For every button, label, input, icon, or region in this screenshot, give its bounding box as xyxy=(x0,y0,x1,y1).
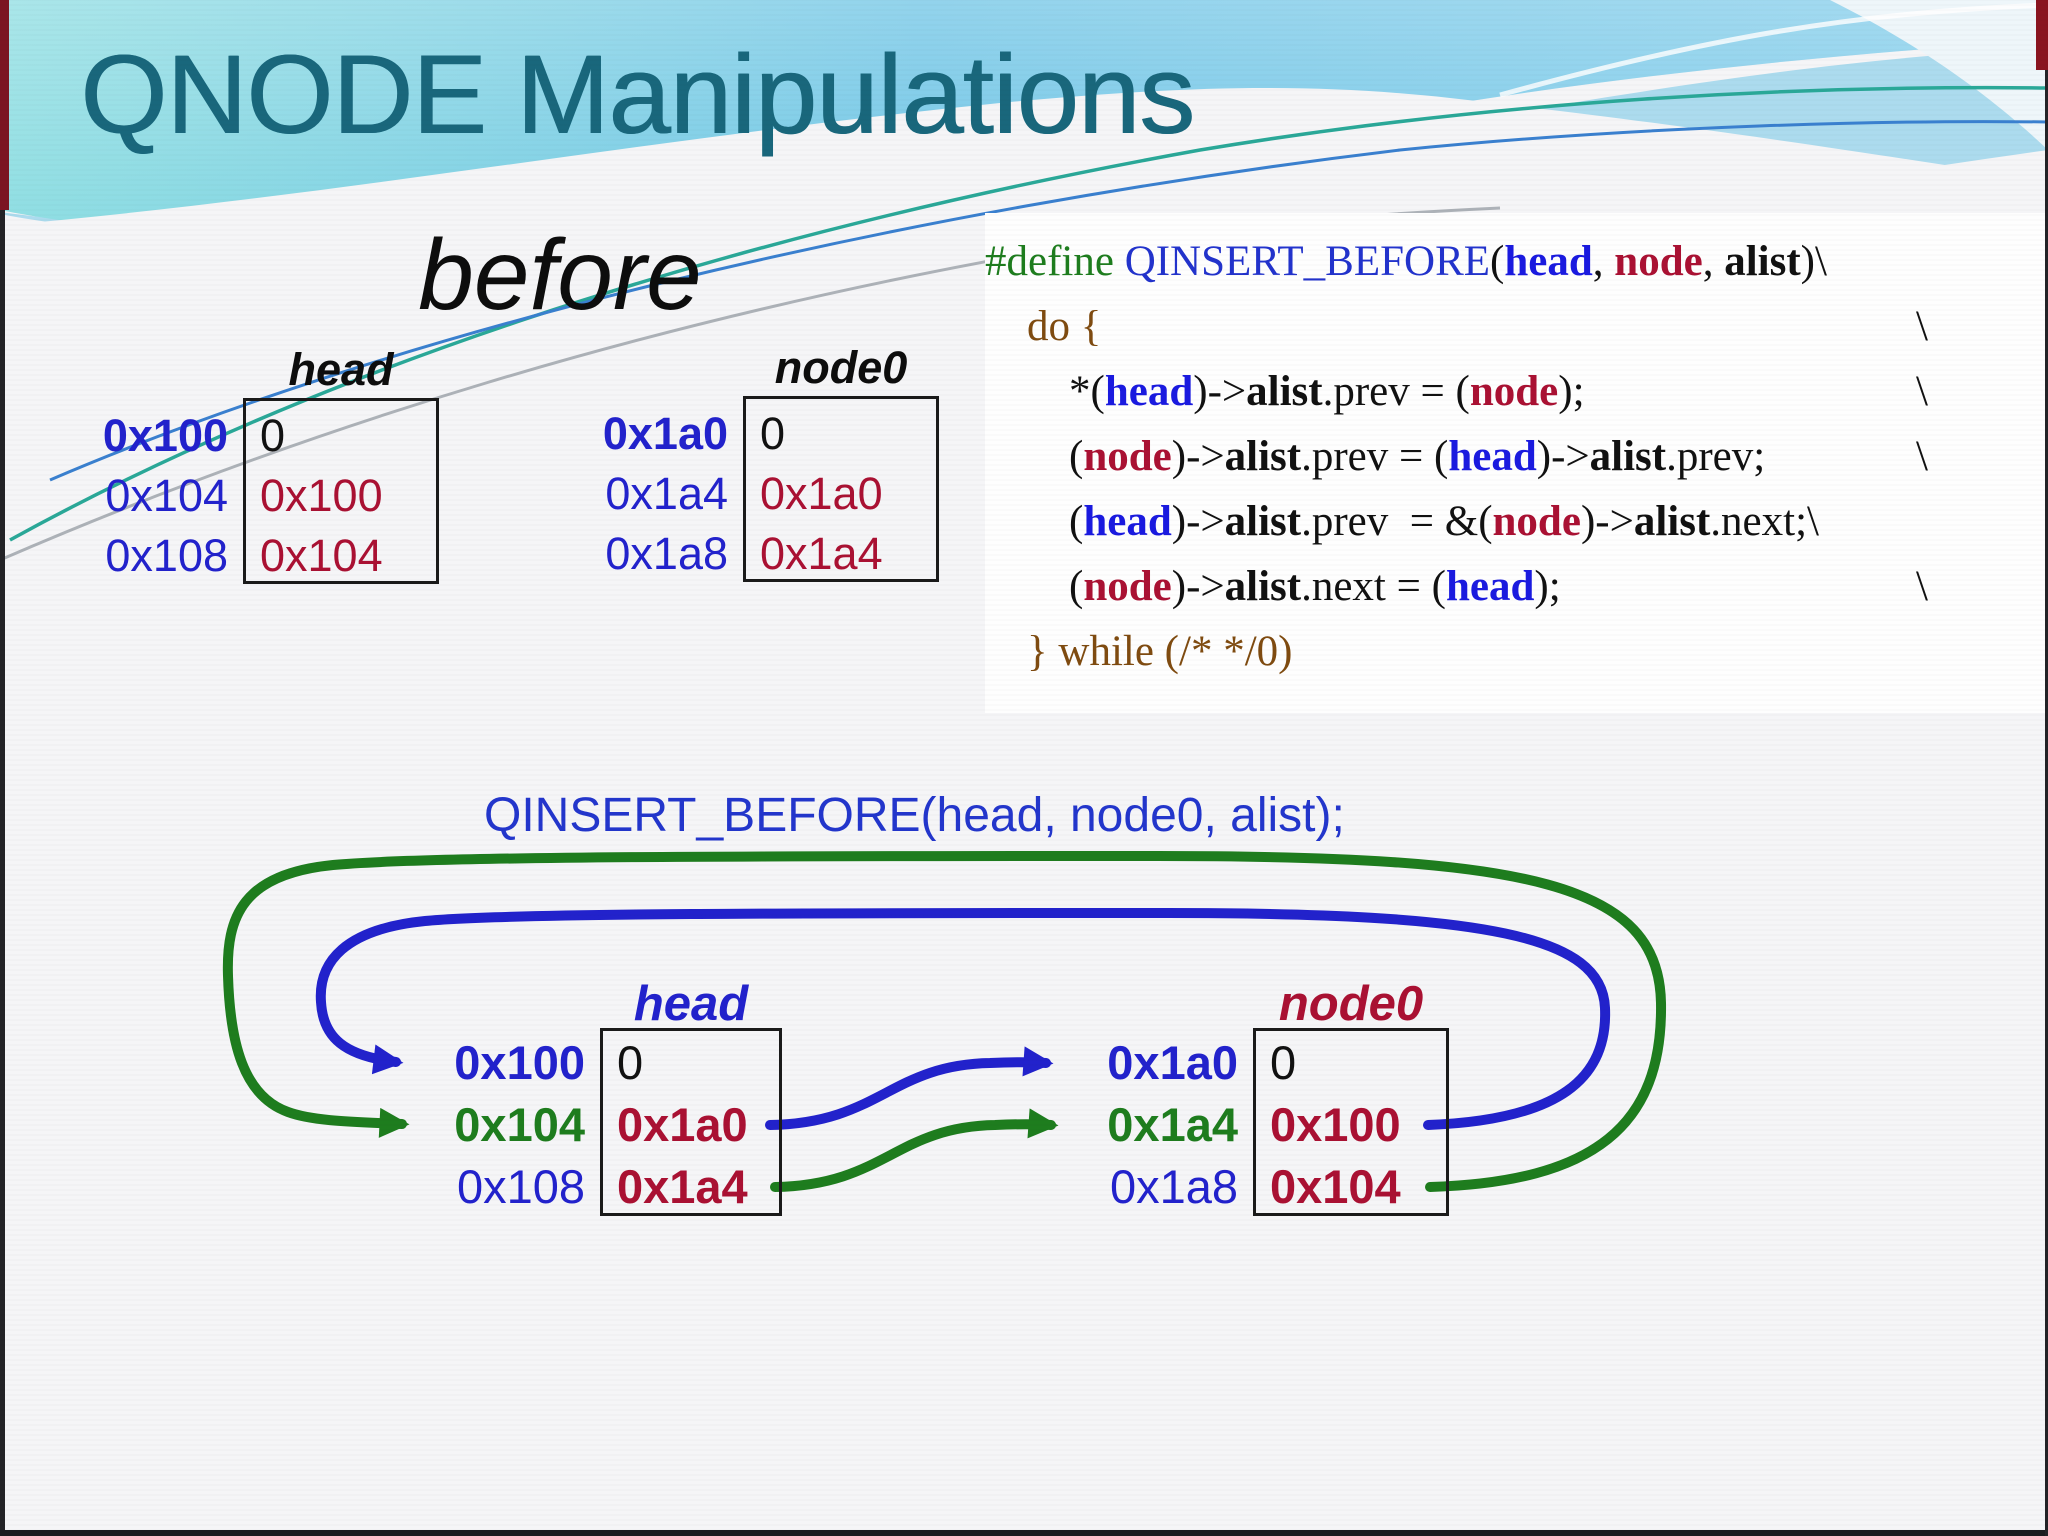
macro-code-panel: #define QINSERT_BEFORE(head, node, alist… xyxy=(985,213,2048,713)
screen-edge-right xyxy=(2045,0,2048,1536)
code-line: *(head)->alist.prev = (node); \ xyxy=(985,359,2048,424)
address-cell: 0x1a8 xyxy=(1109,1160,1238,1213)
after-node0-memory-box xyxy=(1253,1028,1449,1216)
address-cell: 0x1a0 xyxy=(602,408,728,459)
address-cell: 0x1a4 xyxy=(1107,1098,1238,1151)
value-cell: 0 xyxy=(260,410,286,461)
code-line: (node)->alist.next = (head); \ xyxy=(985,554,2048,619)
address-cell: 0x1a4 xyxy=(605,468,728,519)
value-cell: 0x104 xyxy=(1270,1160,1401,1213)
before-node0-value-column: 0 0x1a0 0x1a4 xyxy=(760,404,930,584)
address-cell: 0x104 xyxy=(454,1098,585,1151)
code-line: (node)->alist.prev = (head)->alist.prev;… xyxy=(985,424,2048,489)
address-cell: 0x108 xyxy=(456,1160,585,1213)
code-tokens: (node)->alist.next = (head); xyxy=(1069,563,1561,610)
blue-s-curve-head-prev-to-node0 xyxy=(765,1046,1054,1130)
green-s-curve-head-next-to-node0 xyxy=(770,1108,1059,1192)
line-continuation: \ xyxy=(1916,368,1928,415)
code-line: #define QINSERT_BEFORE(head, node, alist… xyxy=(985,229,2048,294)
before-node0-table: node0 0x1a0 0x1a4 0x1a8 0 0x1a0 0x1a4 xyxy=(540,342,980,602)
value-cell: 0x100 xyxy=(1270,1098,1401,1151)
address-cell: 0x108 xyxy=(105,530,228,581)
after-head-memory-box xyxy=(600,1028,782,1216)
screen-edge-left xyxy=(0,0,5,1536)
after-node0-value-column: 0 0x100 0x104 xyxy=(1270,1032,1460,1218)
code-tokens: } while (/* */0) xyxy=(1027,628,1293,675)
code-tokens: (node)->alist.prev = (head)->alist.prev; xyxy=(1069,433,1766,480)
line-continuation: \ xyxy=(1916,563,1928,610)
code-tokens: (head)->alist.prev = &(node)->alist.next… xyxy=(1069,498,1819,545)
before-label: before xyxy=(418,219,702,331)
screen-edge-bottom xyxy=(0,1530,2048,1536)
macro-call-line: QINSERT_BEFORE(head, node0, alist); xyxy=(484,789,1345,842)
screen-corner-artifact-top-left xyxy=(0,0,9,210)
address-cell: 0x100 xyxy=(454,1036,585,1089)
before-head-value-column: 0 0x100 0x104 xyxy=(260,406,430,586)
value-cell: 0 xyxy=(1270,1036,1297,1089)
after-node0-table: node0 0x1a0 0x1a4 0x1a8 0 0x100 0x104 xyxy=(1023,976,1463,1236)
after-head-table-label: head xyxy=(633,977,749,1031)
before-head-table: head 0x100 0x104 0x108 0 0x100 0x104 xyxy=(40,344,480,604)
before-node0-address-column: 0x1a0 0x1a4 0x1a8 xyxy=(540,404,728,584)
after-head-table: head 0x100 0x104 0x108 0 0x1a0 0x1a4 xyxy=(370,976,790,1236)
value-cell: 0x1a4 xyxy=(760,528,883,579)
code-tokens: #define QINSERT_BEFORE(head, node, alist… xyxy=(985,238,1827,285)
after-node0-address-column: 0x1a0 0x1a4 0x1a8 xyxy=(1023,1032,1238,1218)
after-head-value-column: 0 0x1a0 0x1a4 xyxy=(617,1032,807,1218)
code-tokens: *(head)->alist.prev = (node); xyxy=(1069,368,1585,415)
address-cell: 0x1a8 xyxy=(605,528,728,579)
value-cell: 0x104 xyxy=(260,530,383,581)
before-node0-memory-box xyxy=(743,396,939,582)
line-continuation: \ xyxy=(1916,433,1928,480)
address-cell: 0x104 xyxy=(105,470,228,521)
value-cell: 0 xyxy=(760,408,786,459)
value-cell: 0x1a0 xyxy=(617,1098,748,1151)
value-cell: 0x100 xyxy=(260,470,383,521)
before-head-memory-box xyxy=(243,398,439,584)
after-head-address-column: 0x100 0x104 0x108 xyxy=(370,1032,585,1218)
page-title: QNODE Manipulations xyxy=(80,32,1195,157)
address-cell: 0x100 xyxy=(102,410,228,461)
after-node0-table-label: node0 xyxy=(1278,977,1424,1031)
screen-corner-artifact-top-right xyxy=(2036,0,2048,70)
code-line: (head)->alist.prev = &(node)->alist.next… xyxy=(985,489,2048,554)
code-line: } while (/* */0) xyxy=(985,619,2048,684)
before-head-address-column: 0x100 0x104 0x108 xyxy=(40,406,228,586)
before-head-table-label: head xyxy=(288,344,394,395)
value-cell: 0x1a4 xyxy=(617,1160,748,1213)
wave-white-wedge xyxy=(1830,0,2048,150)
value-cell: 0x1a0 xyxy=(760,468,883,519)
code-tokens: do { xyxy=(1027,303,1102,350)
line-continuation: \ xyxy=(1916,303,1928,350)
address-cell: 0x1a0 xyxy=(1107,1036,1238,1089)
code-line: do { \ xyxy=(985,294,2048,359)
value-cell: 0 xyxy=(617,1036,644,1089)
before-node0-table-label: node0 xyxy=(774,342,908,393)
